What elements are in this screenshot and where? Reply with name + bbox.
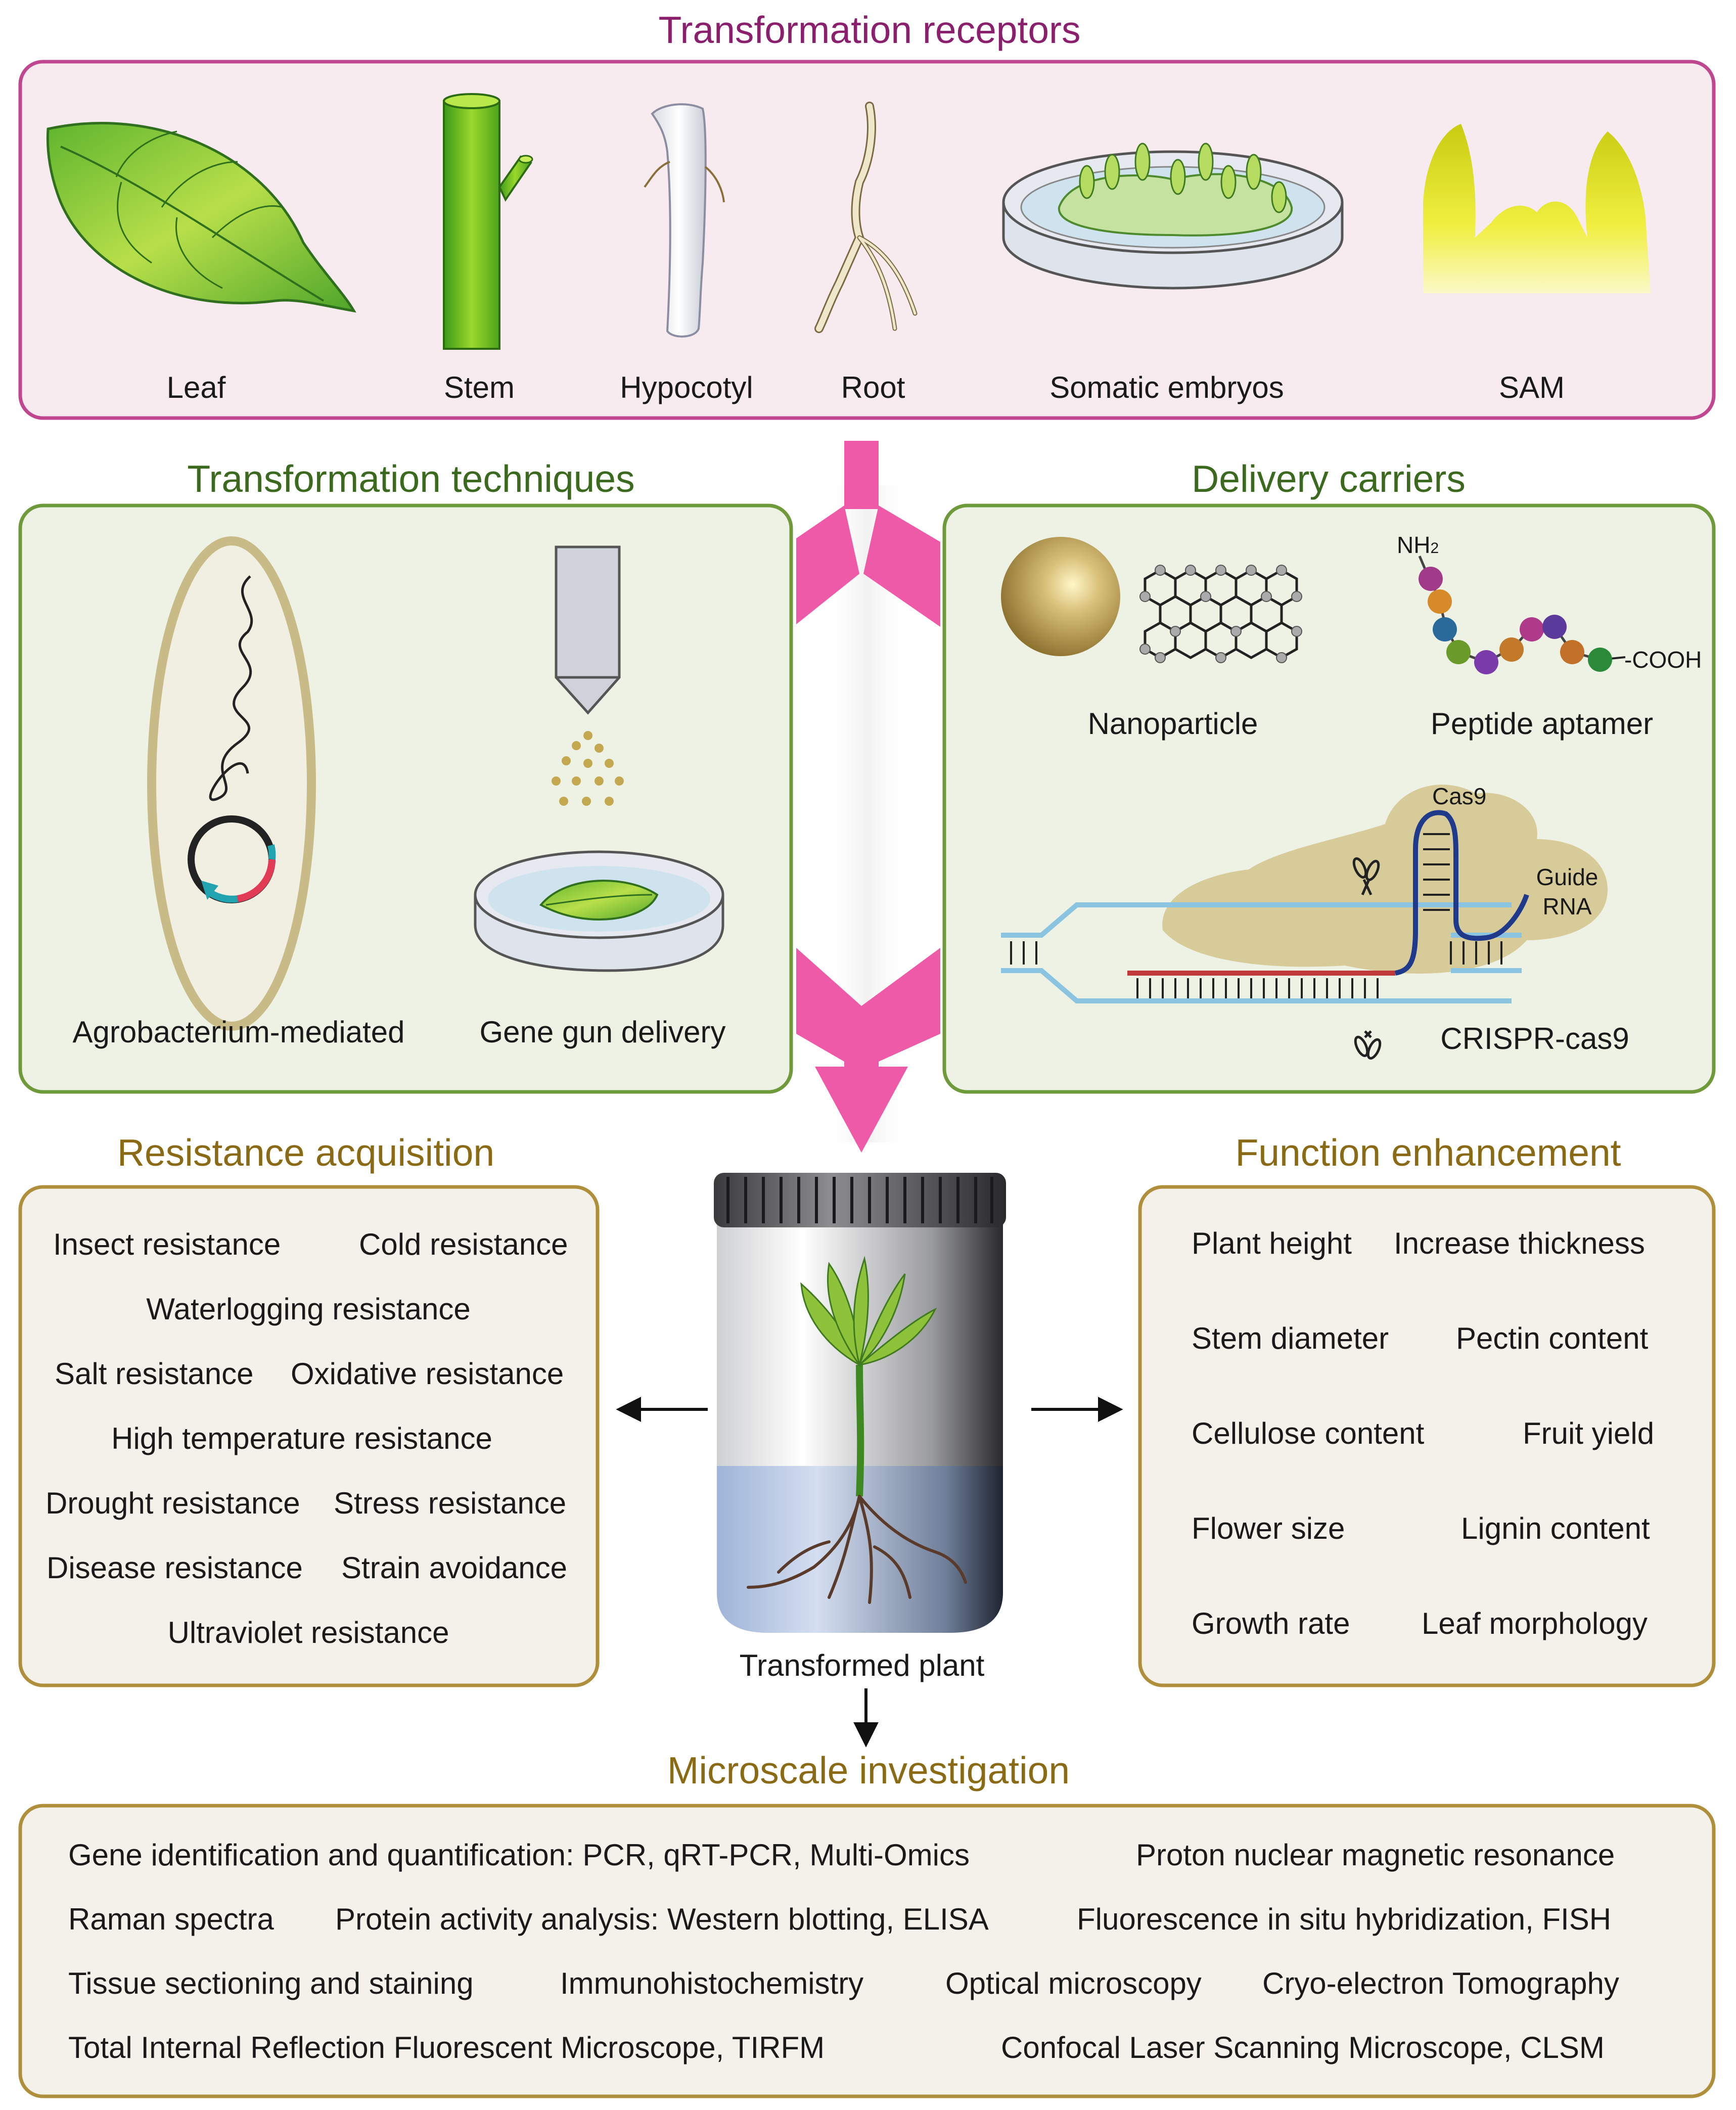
receptor-label-stem: Stem bbox=[443, 371, 515, 404]
microscale-panel bbox=[18, 1804, 1716, 2098]
guide-rna-label-2: RNA bbox=[1542, 893, 1592, 920]
nh2-label: NH2 bbox=[1397, 532, 1439, 558]
agrobacterium-label: Agrobacterium-mediated bbox=[72, 1015, 405, 1049]
leaf-icon bbox=[46, 122, 356, 313]
function-title: Function enhancement bbox=[1235, 1131, 1621, 1174]
gene-gun-icon bbox=[474, 545, 724, 972]
function-item: Pectin content bbox=[1456, 1321, 1649, 1355]
resistance-item: Salt resistance bbox=[55, 1357, 254, 1391]
function-item: Stem diameter bbox=[1192, 1321, 1389, 1355]
carriers-title: Delivery carriers bbox=[1192, 457, 1466, 500]
agrobacterium-icon bbox=[147, 536, 316, 1031]
function-item: Lignin content bbox=[1461, 1511, 1650, 1545]
transformed-plant-label: Transformed plant bbox=[739, 1648, 985, 1682]
function-item: Plant height bbox=[1192, 1226, 1352, 1260]
stem-icon bbox=[443, 93, 533, 350]
function-item: Leaf morphology bbox=[1422, 1607, 1648, 1640]
resistance-item: Drought resistance bbox=[45, 1486, 300, 1520]
receptor-label-leaf: Leaf bbox=[166, 371, 226, 404]
resistance-item: Strain avoidance bbox=[341, 1551, 567, 1585]
microscale-item: Protein activity analysis: Western blott… bbox=[335, 1902, 989, 1936]
root-icon bbox=[814, 102, 918, 333]
somatic-embryos-icon bbox=[1002, 143, 1344, 290]
resistance-item: Cold resistance bbox=[359, 1227, 568, 1261]
function-item: Flower size bbox=[1192, 1511, 1345, 1545]
microscale-item: Gene identification and quantification: … bbox=[68, 1838, 970, 1872]
resistance-item: High temperature resistance bbox=[111, 1421, 492, 1455]
resistance-item: Stress resistance bbox=[334, 1486, 567, 1520]
microscale-item: Confocal Laser Scanning Microscope, CLSM bbox=[1001, 2031, 1605, 2065]
cas9-label: Cas9 bbox=[1432, 783, 1487, 809]
jar-icon bbox=[714, 1173, 1006, 1633]
receptor-label-somatic-embryos: Somatic embryos bbox=[1049, 371, 1284, 404]
hypocotyl-icon bbox=[644, 103, 725, 338]
nanoparticle-label: Nanoparticle bbox=[1087, 707, 1258, 741]
microscale-item: Tissue sectioning and staining bbox=[68, 1966, 474, 2000]
receptor-label-root: Root bbox=[841, 371, 905, 404]
nanoparticle-sphere-icon bbox=[1001, 537, 1120, 656]
arrow-to-microscale bbox=[853, 1688, 879, 1748]
arrow-to-function bbox=[1031, 1397, 1123, 1422]
resistance-item: Waterlogging resistance bbox=[146, 1292, 471, 1326]
microscale-item: Raman spectra bbox=[68, 1902, 274, 1936]
function-item: Growth rate bbox=[1192, 1607, 1350, 1640]
function-item: Cellulose content bbox=[1192, 1416, 1425, 1450]
plant-icon bbox=[747, 1256, 967, 1604]
microscale-item: Total Internal Reflection Fluorescent Mi… bbox=[68, 2031, 825, 2065]
microscale-title: Microscale investigation bbox=[667, 1749, 1070, 1792]
function-item: Increase thickness bbox=[1394, 1226, 1645, 1260]
receptor-label-hypocotyl: Hypocotyl bbox=[620, 371, 753, 404]
resistance-item: Disease resistance bbox=[47, 1551, 303, 1585]
resistance-title: Resistance acquisition bbox=[117, 1131, 495, 1174]
techniques-panel bbox=[18, 503, 793, 1094]
receptor-label-sam: SAM bbox=[1498, 371, 1565, 404]
gene-gun-label: Gene gun delivery bbox=[479, 1015, 726, 1049]
graphene-atoms-icon bbox=[1139, 565, 1302, 663]
techniques-title: Transformation techniques bbox=[187, 457, 635, 500]
microscale-item: Proton nuclear magnetic resonance bbox=[1136, 1838, 1615, 1872]
resistance-item: Insect resistance bbox=[53, 1227, 281, 1261]
peptide-aptamer-label: Peptide aptamer bbox=[1430, 707, 1654, 741]
resistance-panel bbox=[18, 1185, 600, 1687]
microscale-item: Optical microscopy bbox=[945, 1966, 1202, 2000]
microscale-item: Fluorescence in situ hybridization, FISH bbox=[1077, 1902, 1612, 1936]
pink-flow-arrow bbox=[796, 441, 940, 1153]
crispr-label: CRISPR-cas9 bbox=[1440, 1022, 1629, 1056]
function-item: Fruit yield bbox=[1523, 1416, 1655, 1450]
microscale-item: Cryo-electron Tomography bbox=[1262, 1966, 1619, 2000]
peptide-chain-icon bbox=[1418, 556, 1626, 674]
scissors-icon bbox=[1352, 857, 1380, 896]
resistance-item: Ultraviolet resistance bbox=[167, 1616, 449, 1649]
resistance-item: Oxidative resistance bbox=[291, 1357, 564, 1391]
cooh-label: -COOH bbox=[1624, 647, 1702, 673]
arrow-to-resistance bbox=[616, 1397, 708, 1422]
receptors-title: Transformation receptors bbox=[658, 9, 1081, 51]
sam-icon bbox=[1423, 124, 1651, 293]
guide-rna-label-1: Guide bbox=[1536, 864, 1598, 890]
scissors-icon bbox=[1354, 1030, 1382, 1060]
microscale-item: Immunohistochemistry bbox=[560, 1966, 864, 2000]
crispr-cas9-icon bbox=[1001, 785, 1608, 1003]
function-panel bbox=[1138, 1185, 1716, 1687]
